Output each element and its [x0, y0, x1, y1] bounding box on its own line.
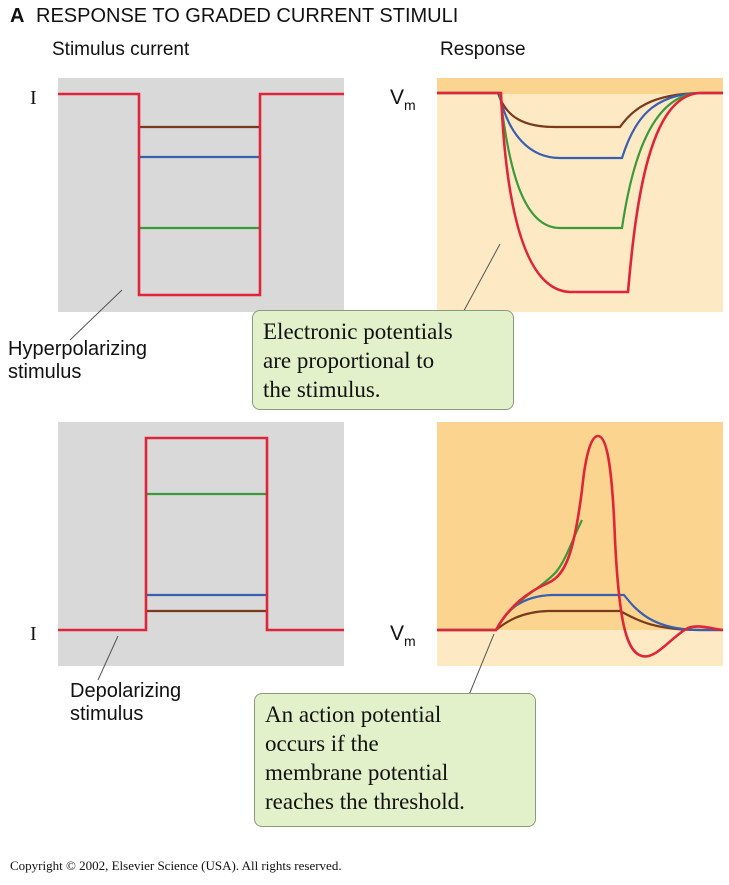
copyright-notice: Copyright © 2002, Elsevier Science (USA)… [10, 858, 342, 873]
hyperpolarizing-label-line1: Hyperpolarizing [8, 338, 147, 360]
top-response-green-trace [437, 91, 723, 230]
top-response-pointer [459, 243, 501, 319]
action-potential-callout-line2: occurs if the [265, 731, 379, 756]
depolarizing-label-line2: stimulus [70, 703, 144, 725]
bottom-stimulus-panel [58, 422, 344, 666]
bottom-vm-axis-label: Vm [390, 622, 416, 649]
top-stimulus-pointer [69, 289, 123, 341]
electrotonic-callout: Electronic potentials are proportional t… [252, 310, 514, 410]
top-response-panel [437, 78, 723, 312]
electrotonic-callout-line3: the stimulus. [263, 377, 381, 402]
top-response-band [437, 78, 723, 94]
top-stimulus-panel [58, 78, 344, 312]
action-potential-callout: An action potential occurs if the membra… [254, 693, 536, 827]
action-potential-callout-line1: An action potential [265, 702, 442, 727]
panel-letter: A [10, 5, 24, 27]
top-current-axis-label: I [30, 87, 37, 109]
stimulus-column-title: Stimulus current [52, 39, 190, 60]
depolarizing-label-line1: Depolarizing [70, 680, 182, 702]
top-response-brown-trace [437, 91, 723, 129]
electrotonic-callout-line1: Electronic potentials [263, 319, 453, 344]
top-stimulus-red-trace [58, 92, 344, 297]
bottom-stimulus-red-trace [58, 436, 344, 632]
bottom-response-red-trace [437, 434, 724, 658]
figure-title: RESPONSE TO GRADED CURRENT STIMULI [36, 5, 458, 27]
electrotonic-callout-line2: are proportional to [263, 348, 435, 373]
hyperpolarizing-label: Hyperpolarizing stimulus [8, 338, 147, 384]
depolarizing-label: Depolarizing stimulus [70, 680, 181, 726]
hyperpolarizing-label-line2: stimulus [8, 361, 82, 383]
action-potential-callout-line4: reaches the threshold. [265, 789, 465, 814]
bottom-stimulus-pointer [97, 635, 119, 681]
top-response-red-trace [437, 91, 723, 294]
bottom-current-axis-label: I [30, 623, 37, 645]
top-vm-axis-label: Vm [390, 86, 416, 113]
response-column-title: Response [440, 39, 526, 60]
top-response-blue-trace [437, 91, 723, 160]
action-potential-callout-line3: membrane potential [265, 760, 449, 785]
